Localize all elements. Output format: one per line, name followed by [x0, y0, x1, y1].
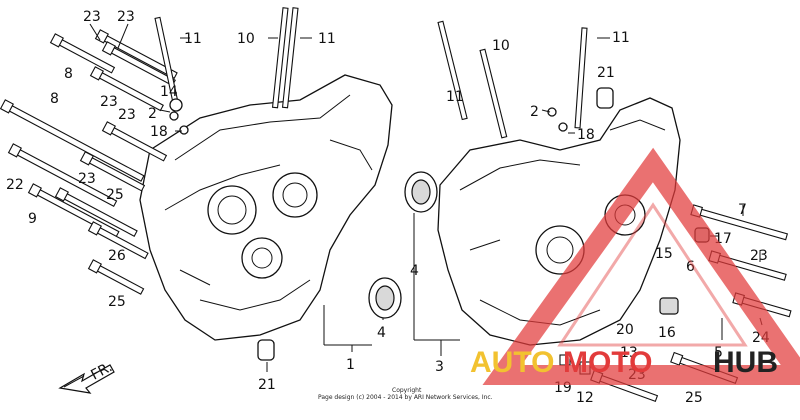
- callout-22: 22: [6, 177, 24, 193]
- callout-13: 13: [620, 345, 638, 361]
- callout-3: 3: [435, 359, 444, 375]
- callout-9: 9: [28, 211, 37, 227]
- watermark-logo: [482, 147, 800, 385]
- left-crankcase: [139, 74, 393, 341]
- watermark-auto: AUTO: [470, 346, 554, 379]
- callout-14: 14: [160, 84, 178, 100]
- studs-right: [437, 20, 588, 139]
- clip-2-left: [169, 111, 179, 121]
- callout-8: 8: [50, 91, 59, 107]
- studs-left: [154, 7, 299, 110]
- watermark-text: AUTO MOTO HUB: [470, 346, 778, 379]
- callout-25: 25: [108, 294, 126, 310]
- bearing-4-left: [368, 277, 402, 319]
- callout-21: 21: [597, 65, 615, 81]
- callout-23: 23: [78, 171, 96, 187]
- callout-11: 11: [612, 30, 630, 46]
- left-bolts: [0, 29, 178, 295]
- callout-18: 18: [577, 127, 595, 143]
- callout-10: 10: [492, 38, 510, 54]
- callout-11: 11: [446, 89, 464, 105]
- clip-18-left: [179, 125, 189, 135]
- dowel-21-right: [596, 87, 614, 109]
- callout-21: 21: [258, 377, 276, 393]
- callout-5: 5: [714, 345, 723, 361]
- dowel-21-left: [257, 339, 275, 361]
- callout-25: 25: [685, 390, 703, 406]
- callout-4: 4: [410, 263, 419, 279]
- callout-7: 7: [738, 202, 747, 218]
- callout-23: 23: [118, 107, 136, 123]
- copyright-line1: Copyright: [392, 387, 422, 394]
- front-arrow: [58, 364, 115, 394]
- callout-11: 11: [184, 31, 202, 47]
- callout-23: 23: [100, 94, 118, 110]
- callout-23: 23: [750, 248, 768, 264]
- watermark-moto: MOTO: [563, 346, 652, 379]
- clip-18-right: [558, 122, 568, 132]
- callout-26: 26: [108, 248, 126, 264]
- leader-lines: [89, 23, 763, 372]
- callout-2: 2: [148, 106, 157, 122]
- callout-1: 1: [346, 357, 355, 373]
- bearing-4-right: [404, 171, 438, 213]
- callout-2: 2: [530, 104, 539, 120]
- callout-4: 4: [377, 325, 386, 341]
- callout-25: 25: [106, 187, 124, 203]
- callouts: 23 23 8 14 23 2 18 23 8 22 25 23 9 26 25…: [6, 9, 770, 406]
- washer-14: [169, 98, 183, 112]
- callout-23: 23: [117, 9, 135, 25]
- callout-12: 12: [576, 390, 594, 406]
- copyright-line2: Page design (c) 2004 - 2014 by ARI Netwo…: [318, 394, 493, 401]
- callout-16: 16: [658, 325, 676, 341]
- callout-20: 20: [616, 322, 634, 338]
- callout-23: 23: [83, 9, 101, 25]
- callout-15: 15: [655, 246, 673, 262]
- callout-10: 10: [237, 31, 255, 47]
- callout-6: 6: [686, 259, 695, 275]
- watermark-hub: HUB: [713, 346, 778, 379]
- callout-11: 11: [318, 31, 336, 47]
- callout-8: 8: [64, 66, 73, 82]
- callout-18: 18: [150, 124, 168, 140]
